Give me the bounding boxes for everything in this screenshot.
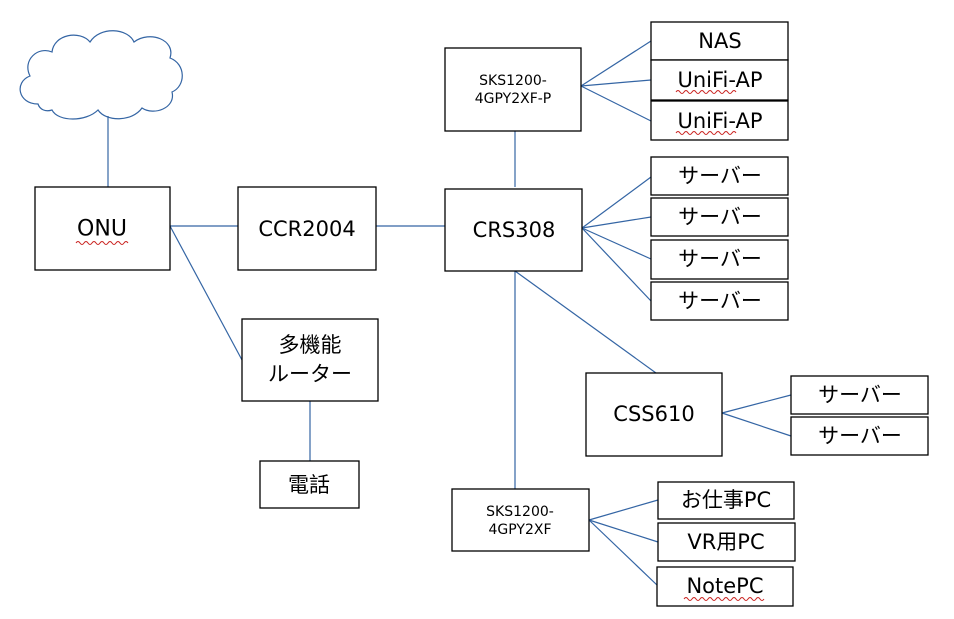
link-crs308-server2 <box>581 216 652 229</box>
link-crs308-css610 <box>514 270 657 374</box>
node-nas: NAS <box>650 21 789 61</box>
node-router-label-line1: 多機能 <box>279 333 342 357</box>
node-css610: CSS610 <box>585 372 723 457</box>
link-css610-server2 <box>721 412 792 437</box>
node-phone: 電話 <box>259 460 360 509</box>
node-phone-label: 電話 <box>288 473 330 497</box>
spellcheck-underline <box>675 131 737 135</box>
node-multifunction-router: 多機能 ルーター <box>241 318 379 402</box>
node-vr-pc: VR用PC <box>657 522 796 562</box>
link-sks-vrpc <box>588 519 659 543</box>
node-unifi-ap-2: UniFi-AP <box>650 100 789 141</box>
node-server-2-label: サーバー <box>678 205 762 229</box>
node-note-pc: NotePC <box>656 566 794 607</box>
node-ccr2004: CCR2004 <box>237 186 377 271</box>
link-crs308-server1 <box>581 176 652 229</box>
link-skesp-unifi1 <box>580 79 652 87</box>
node-css610-label: CSS610 <box>613 402 694 426</box>
node-server-1: サーバー <box>650 156 789 196</box>
node-unifi-ap-1: UniFi-AP <box>650 59 789 101</box>
node-css-server-1-label: サーバー <box>818 383 902 407</box>
node-crs308: CRS308 <box>444 188 583 272</box>
node-onu: ONU <box>34 186 171 271</box>
node-sks1200-p: SKS1200- 4GPY2XF-P <box>444 47 582 132</box>
link-skesp-unifi2 <box>580 85 652 122</box>
spellcheck-underline <box>675 90 737 94</box>
node-server-1-label: サーバー <box>678 164 762 188</box>
node-sks1200-label-line1: SKS1200- <box>486 504 554 520</box>
link-crs308-server4 <box>581 227 652 302</box>
node-vr-pc-label: VR用PC <box>687 530 764 554</box>
node-sks1200: SKS1200- 4GPY2XF <box>451 488 590 552</box>
node-nas-label: NAS <box>698 29 741 53</box>
node-unifi-ap-2-label: UniFi-AP <box>677 109 762 133</box>
internet-cloud-icon <box>19 30 183 120</box>
node-server-3: サーバー <box>650 239 789 280</box>
spellcheck-underline <box>75 241 129 245</box>
link-css610-server1 <box>721 394 792 414</box>
node-css-server-1: サーバー <box>790 375 929 415</box>
node-onu-label: ONU <box>77 217 127 242</box>
node-ccr2004-label: CCR2004 <box>258 217 355 241</box>
link-skesp-nas <box>580 40 652 87</box>
node-sks1200-p-label-line2: 4GPY2XF-P <box>475 91 552 107</box>
node-crs308-label: CRS308 <box>473 218 556 242</box>
node-server-4: サーバー <box>650 281 789 321</box>
node-server-3-label: サーバー <box>678 247 762 271</box>
connections <box>107 40 792 587</box>
node-work-pc: お仕事PC <box>657 481 795 520</box>
node-router-label-line2: ルーター <box>268 362 352 386</box>
node-note-pc-label: NotePC <box>686 574 763 598</box>
node-work-pc-label: お仕事PC <box>681 488 771 512</box>
node-sks1200-p-label-line1: SKS1200- <box>479 73 547 89</box>
link-sks-notepc <box>588 519 659 587</box>
node-css-server-2: サーバー <box>790 416 929 456</box>
node-server-2: サーバー <box>650 197 789 237</box>
node-sks1200-label-line2: 4GPY2XF <box>489 522 552 538</box>
link-sks-workpc <box>588 499 659 521</box>
node-css-server-2-label: サーバー <box>818 424 902 448</box>
link-onu-router <box>169 225 243 361</box>
link-crs308-server3 <box>581 227 652 260</box>
node-unifi-ap-1-label: UniFi-AP <box>677 68 762 92</box>
node-server-4-label: サーバー <box>678 289 762 313</box>
spellcheck-underline <box>683 597 765 601</box>
